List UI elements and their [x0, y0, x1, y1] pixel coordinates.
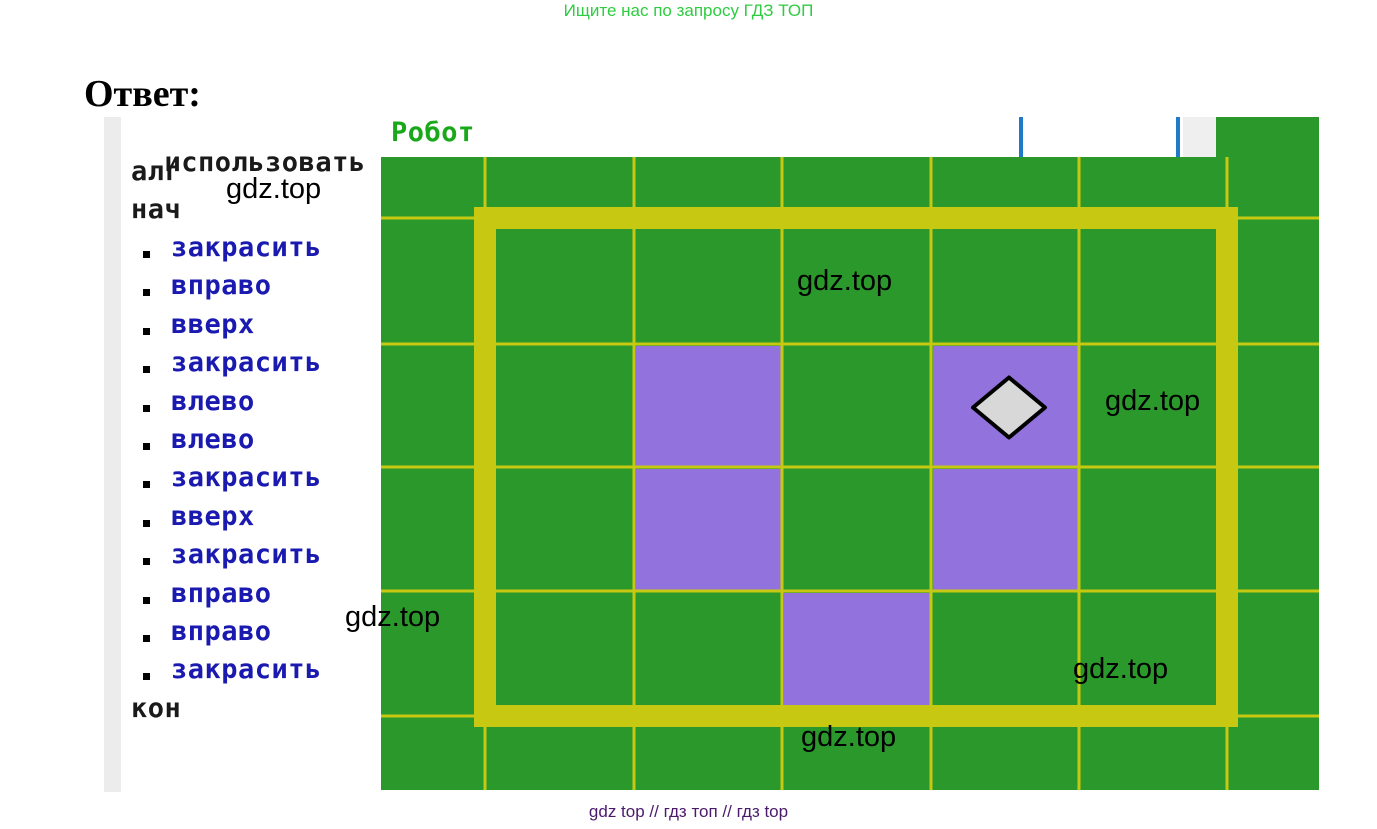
search-hint-banner: Ищите нас по запросу ГДЗ ТОП	[563, 1, 814, 20]
command-line: закрасить	[171, 539, 322, 571]
robot-field	[381, 157, 1319, 790]
command-line: закрасить	[171, 232, 322, 263]
answer-heading: Ответ:	[84, 73, 201, 115]
watermark: gdz.top	[801, 721, 897, 753]
indent-marker	[143, 673, 150, 681]
command-line: вправо	[171, 270, 272, 302]
painted-cell	[636, 346, 783, 468]
grid-line-horizontal	[381, 465, 1319, 469]
command-line: вверх	[171, 308, 255, 340]
command-line: закрасить	[171, 462, 322, 494]
indent-marker	[143, 481, 150, 489]
indent-marker	[143, 558, 150, 566]
window-divider	[1176, 117, 1180, 157]
indent-marker	[143, 289, 150, 297]
grid-line-horizontal	[381, 342, 1319, 346]
keyword-alg: алг	[131, 156, 182, 187]
command-line: влево	[171, 385, 255, 417]
watermark: gdz.top	[345, 601, 441, 633]
robot-field-canvas	[381, 157, 1319, 790]
indent-marker	[143, 251, 150, 258]
executor-name: Робот	[391, 117, 475, 148]
watermark: gdz.top	[1073, 653, 1169, 685]
scrollbar-track	[1183, 117, 1216, 157]
keyword-end: кон	[131, 693, 182, 724]
grid-line-horizontal	[381, 589, 1319, 593]
code-line-use: использовать	[131, 118, 366, 178]
window-divider	[1019, 117, 1023, 157]
painted-cell	[636, 469, 783, 592]
indent-marker	[143, 519, 150, 527]
indent-marker	[143, 327, 150, 335]
grid-line-vertical	[929, 157, 933, 790]
grid-line-vertical	[1077, 157, 1081, 790]
indent-marker	[143, 596, 150, 604]
command-line: влево	[171, 424, 255, 455]
command-line: закрасить	[171, 654, 322, 686]
watermark: gdz.top	[226, 173, 322, 205]
command-line: вправо	[171, 616, 272, 647]
indent-marker	[143, 404, 150, 412]
indent-marker	[143, 635, 150, 642]
footer-links: gdz top // гдз топ // гдз top	[588, 802, 789, 821]
indent-marker	[143, 443, 150, 450]
command-line: закрасить	[171, 347, 322, 379]
grid-line-vertical	[780, 157, 784, 790]
command-line: вверх	[171, 500, 255, 532]
keyword-begin: нач	[131, 194, 182, 225]
painted-cell	[784, 593, 932, 717]
indent-marker	[143, 366, 150, 374]
field-top-strip	[1216, 117, 1319, 157]
watermark: gdz.top	[1105, 385, 1201, 417]
grid-line-vertical	[632, 157, 636, 790]
watermark: gdz.top	[797, 265, 893, 297]
painted-cell	[933, 469, 1080, 592]
command-line: вправо	[171, 577, 272, 609]
field-wall	[474, 207, 1238, 727]
keyword-use: использовать	[164, 147, 366, 178]
robot-marker	[971, 375, 1047, 440]
editor-gutter	[104, 117, 121, 792]
